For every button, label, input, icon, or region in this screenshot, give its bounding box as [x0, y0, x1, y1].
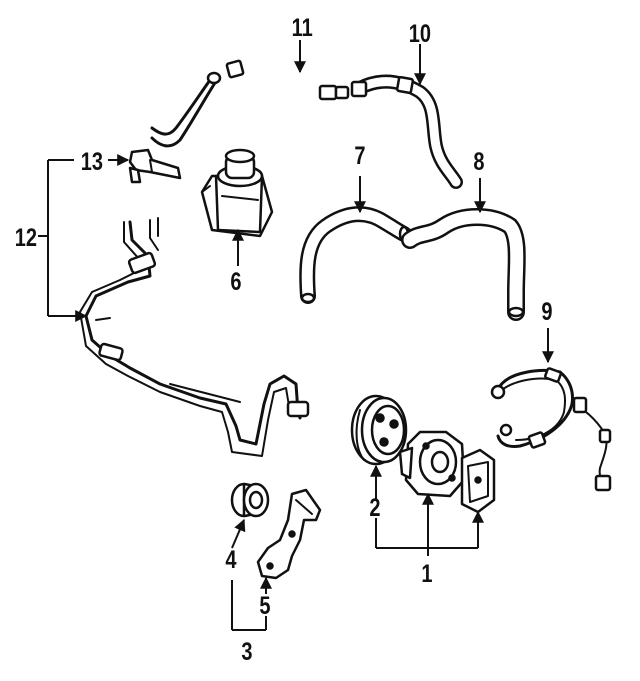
pulley-2 [350, 394, 408, 500]
callout-10: 10 [408, 20, 432, 48]
bearing-4 [230, 482, 270, 549]
callout-1: 1 [421, 560, 433, 588]
callout-6: 6 [230, 268, 242, 296]
wire-harness-9 [490, 328, 612, 492]
callout-12: 12 [14, 224, 38, 252]
pump-1 [398, 430, 466, 556]
pressure-hose-8 [401, 178, 526, 321]
return-hose-11 [150, 40, 350, 148]
bracket-1 [375, 518, 478, 549]
pressure-line-12 [79, 217, 310, 457]
callout-13: 13 [80, 148, 104, 176]
callout-9: 9 [541, 298, 553, 326]
callout-3: 3 [241, 638, 253, 666]
callout-4: 4 [225, 546, 237, 574]
callout-7: 7 [354, 142, 366, 170]
pump-cover [460, 448, 496, 548]
reservoir-6 [200, 148, 274, 266]
fitting-13 [108, 148, 182, 184]
callout-8: 8 [473, 148, 485, 176]
bracket-12-13 [38, 159, 88, 322]
bracket-5 [256, 488, 322, 594]
callout-11: 11 [291, 14, 313, 42]
bracket-3 [231, 580, 267, 631]
callout-2: 2 [369, 494, 381, 522]
callout-5: 5 [259, 592, 271, 620]
pressure-hose-7 [299, 176, 412, 304]
return-hose-10 [350, 44, 463, 189]
